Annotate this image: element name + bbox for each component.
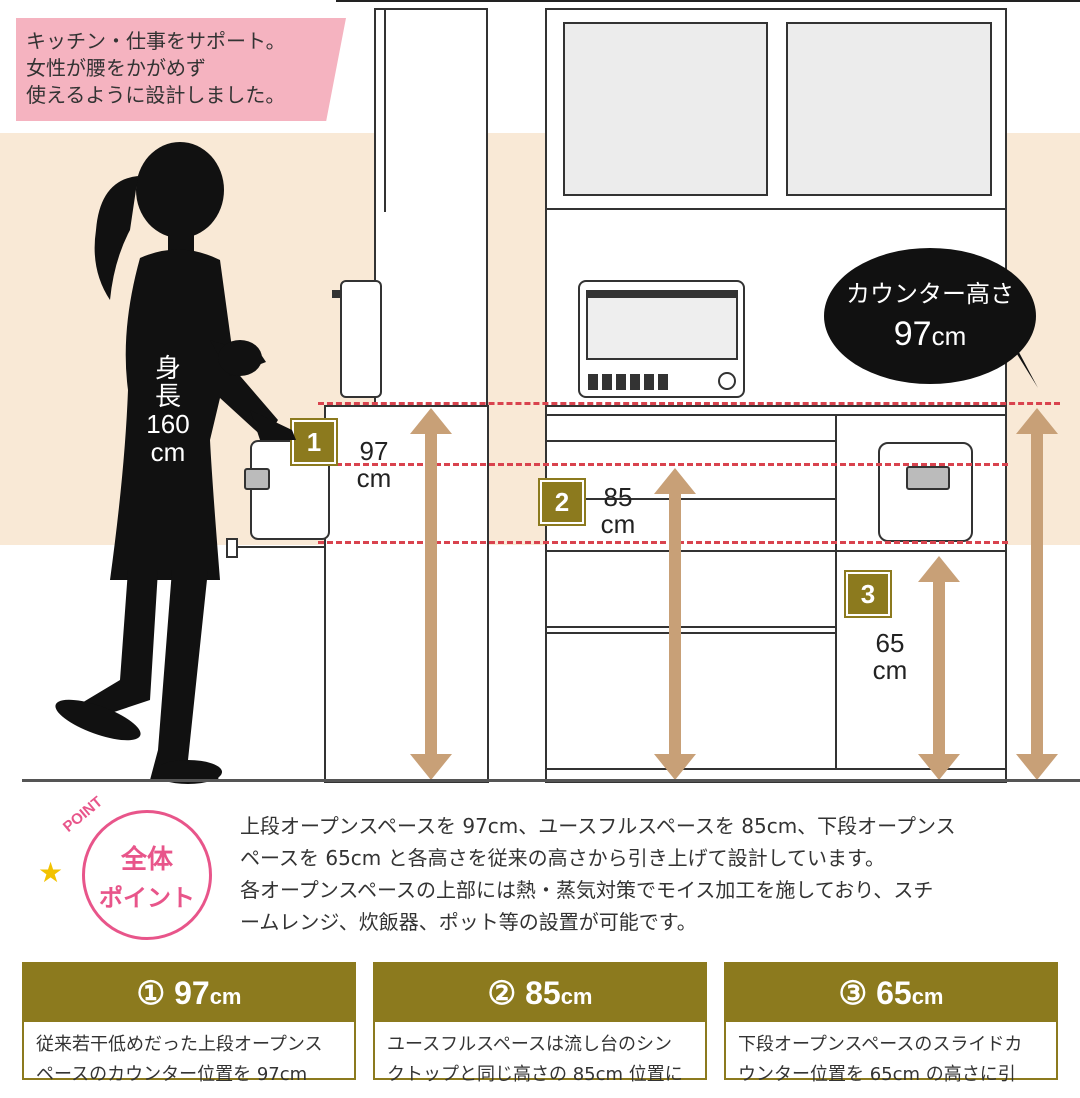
drawer-line-1: [545, 440, 835, 442]
marker-2-unit: cm: [600, 509, 636, 539]
dash-line-65: [318, 541, 1008, 544]
card-65-body: 下段オープンスペースのスライドカ ウンター位置を 65cm の高さに引: [726, 1022, 1056, 1098]
microwave-buttons: [588, 374, 668, 390]
rice-cooker-latch: [906, 466, 950, 490]
counter-height-bubble: カウンター高さ 97cm: [824, 248, 1036, 384]
counter-line-2: [545, 414, 1007, 416]
marker-3: 3: [844, 570, 892, 618]
cabinet-divider: [835, 414, 837, 769]
card-97-body: 従来若干低めだった上段オープンス ペースのカウンター位置を 97cm: [24, 1022, 354, 1098]
side-cabinet: [324, 405, 489, 783]
top-divider: [336, 0, 1080, 2]
card-85-header: ② 85cm: [375, 964, 705, 1022]
callout-text: キッチン・仕事をサポート。 女性が腰をかがめず 使えるように設計しました。: [26, 28, 326, 109]
card-97-circle: ①: [136, 975, 166, 1011]
card-85-unit: cm: [560, 984, 593, 1009]
point-desc-line-3: 各オープンスペースの上部には熱・蒸気対策でモイス加工を施しており、スチ: [240, 878, 934, 902]
star-icon: ★: [38, 856, 64, 889]
card-85-circle: ②: [487, 975, 517, 1011]
drawer-line-4: [545, 626, 835, 628]
card-97-header: ① 97cm: [24, 964, 354, 1022]
card-65-header: ③ 65cm: [726, 964, 1056, 1022]
marker-2-dimension: 85 cm: [590, 484, 646, 538]
card-97: ① 97cm 従来若干低めだった上段オープンス ペースのカウンター位置を 97c…: [22, 962, 356, 1085]
microwave-window: [586, 290, 738, 360]
arrow-97: [410, 408, 452, 780]
drawer-line-5: [545, 632, 835, 634]
drawer-line-3: [545, 550, 1007, 552]
bubble-unit: cm: [931, 321, 967, 351]
height-label: 身 長 160 cm: [138, 354, 198, 466]
height-line-1: 身: [154, 353, 181, 383]
card-85: ② 85cm ユースフルスペースは流し台のシン クトップと同じ高さの 85cm …: [373, 962, 707, 1085]
card-85-text-2: クトップと同じ高さの 85cm 位置に: [387, 1064, 683, 1085]
bubble-value: 97: [893, 315, 932, 353]
callout-line-1: キッチン・仕事をサポート。: [26, 29, 286, 53]
woman-silhouette-icon: [55, 142, 296, 784]
glass-door-right: [786, 22, 992, 196]
height-line-2: 長: [154, 381, 181, 411]
card-65-text-1: 下段オープンスペースのスライドカ: [738, 1034, 1023, 1055]
pot-appliance: [250, 440, 330, 540]
card-65-circle: ③: [838, 975, 868, 1011]
pot-latch: [244, 468, 270, 490]
rice-cooker-appliance: [878, 442, 973, 542]
microwave-dial: [718, 372, 736, 390]
card-65-value: 65: [876, 975, 912, 1011]
point-desc-line-4: ームレンジ、炊飯器、ポット等の設置が可能です。: [240, 910, 697, 934]
arrow-65: [918, 556, 960, 780]
card-65: ③ 65cm 下段オープンスペースのスライドカ ウンター位置を 65cm の高さ…: [724, 962, 1058, 1085]
callout-line-3: 使えるように設計しました。: [26, 83, 286, 107]
point-badge: 全体 ポイント: [82, 810, 212, 940]
kettle-handle: [332, 290, 342, 298]
marker-1: 1: [290, 418, 338, 466]
counter-line: [545, 405, 1007, 407]
upper-divider: [545, 208, 1007, 210]
floor-line: [22, 779, 1080, 782]
marker-1-value: 97: [359, 436, 389, 466]
marker-3-value: 65: [875, 628, 905, 658]
arrow-85: [654, 468, 696, 780]
marker-3-dimension: 65 cm: [862, 630, 918, 684]
card-97-text-2: ペースのカウンター位置を 97cm: [36, 1064, 308, 1085]
card-85-body: ユースフルスペースは流し台のシン クトップと同じ高さの 85cm 位置に: [375, 1022, 705, 1098]
height-value: 160: [146, 409, 190, 439]
dash-line-97: [318, 402, 1060, 405]
marker-3-unit: cm: [872, 655, 908, 685]
tall-cabinet-edge: [380, 8, 386, 212]
bubble-value-row: 97cm: [824, 315, 1036, 354]
marker-1-unit: cm: [356, 463, 392, 493]
card-65-unit: cm: [911, 984, 944, 1009]
marker-2: 2: [538, 478, 586, 526]
arrow-counter: [1016, 408, 1058, 780]
card-65-text-2: ウンター位置を 65cm の高さに引: [738, 1064, 1016, 1085]
card-85-value: 85: [525, 975, 561, 1011]
drawer-line-2: [545, 498, 835, 500]
card-85-text-1: ユースフルスペースは流し台のシン: [387, 1034, 672, 1055]
callout-banner: [16, 18, 346, 121]
card-97-value: 97: [174, 975, 210, 1011]
marker-1-dimension: 97 cm: [346, 438, 402, 492]
dash-line-85: [318, 463, 1008, 466]
glass-door-left: [563, 22, 768, 196]
point-description: 上段オープンスペースを 97cm、ユースフルスペースを 85cm、下段オープンス…: [240, 810, 1040, 938]
slide-shelf-knob: [226, 538, 238, 558]
height-unit: cm: [150, 437, 186, 467]
bubble-label: カウンター高さ: [846, 280, 1014, 308]
point-badge-line-1: 全体: [120, 845, 173, 875]
kettle-appliance: [340, 280, 382, 398]
point-desc-line-2: ペースを 65cm と各高さを従来の高さから引き上げて設計しています。: [240, 846, 886, 870]
card-97-text-1: 従来若干低めだった上段オープンス: [36, 1034, 323, 1055]
base-line: [545, 768, 1007, 770]
marker-2-value: 85: [603, 482, 633, 512]
slide-shelf: [230, 546, 326, 548]
callout-line-2: 女性が腰をかがめず: [26, 56, 206, 80]
point-desc-line-1: 上段オープンスペースを 97cm、ユースフルスペースを 85cm、下段オープンス: [240, 814, 956, 838]
card-97-unit: cm: [209, 984, 242, 1009]
point-badge-line-2: ポイント: [99, 884, 195, 912]
